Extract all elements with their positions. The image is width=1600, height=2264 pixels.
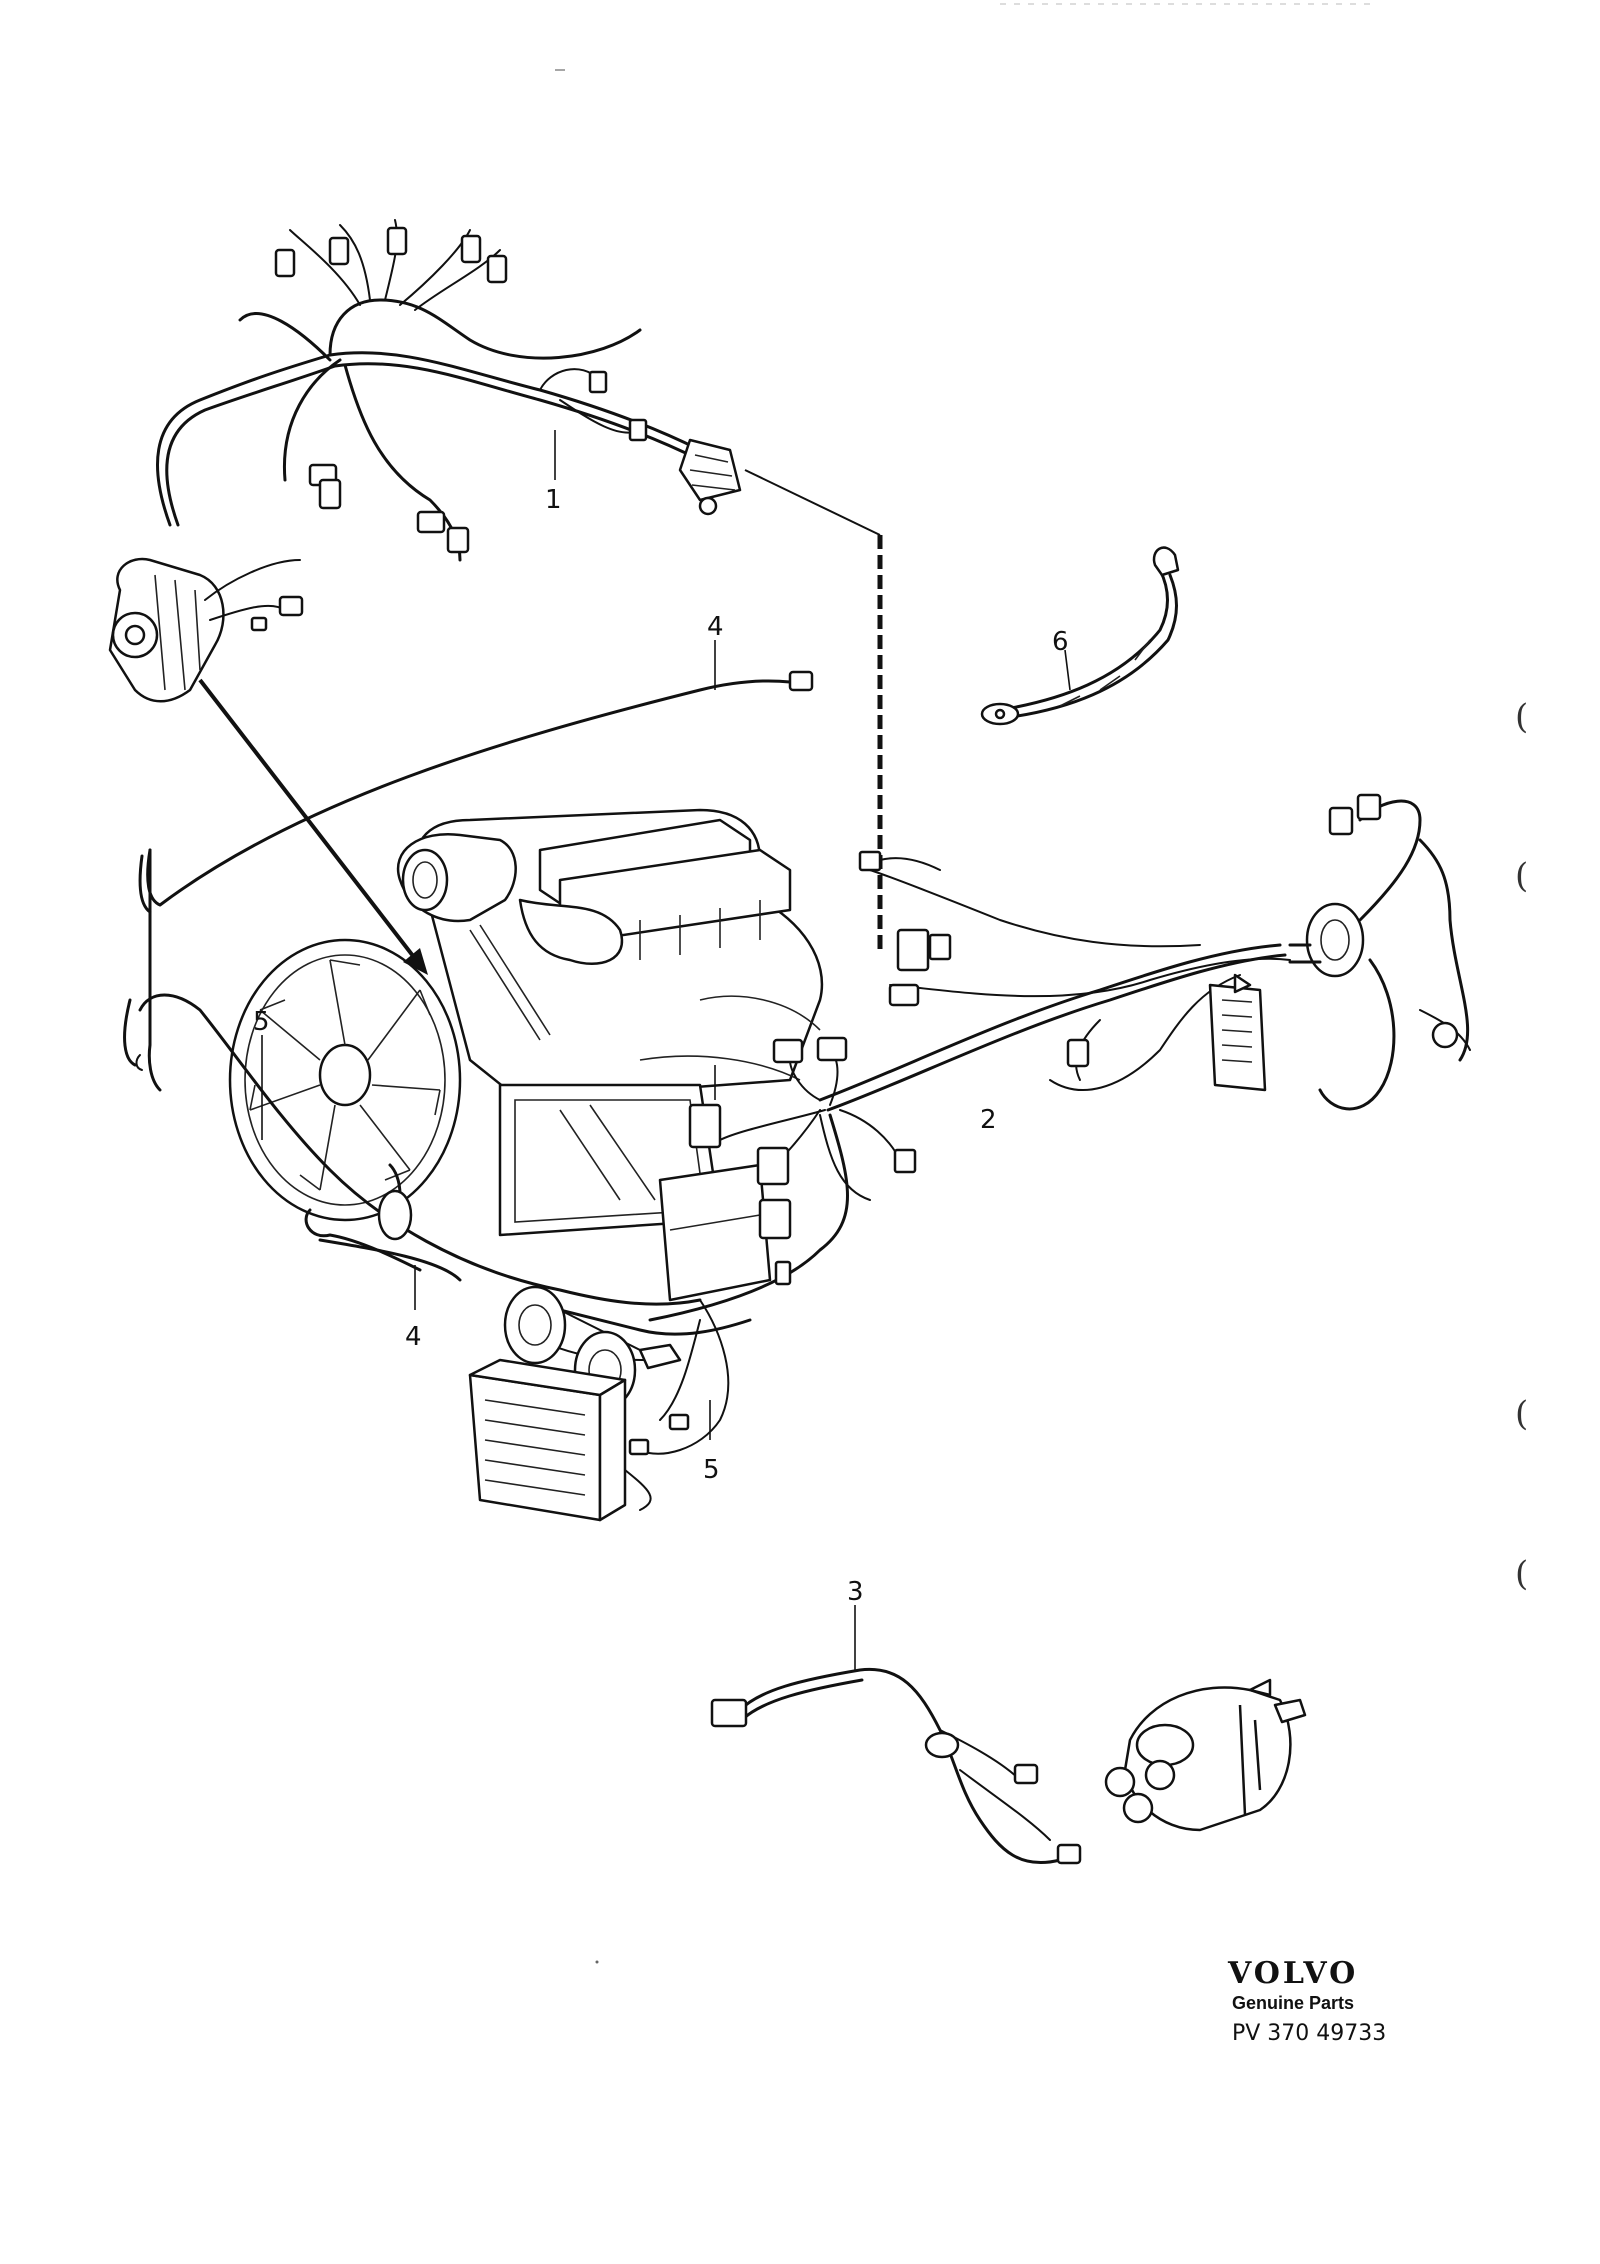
- radiator-fan: [228, 938, 462, 1222]
- control-box: [468, 1358, 652, 1522]
- part-reference-number: PV 370 49733: [1232, 2021, 1386, 2046]
- callout-3: 3: [847, 1577, 864, 1607]
- genuine-parts-label: Genuine Parts: [1232, 1993, 1354, 2013]
- leader-lines: [261, 430, 1071, 1670]
- callout-4-bottom: 4: [405, 1322, 422, 1352]
- front-harness-branch: [648, 1036, 917, 1322]
- margin-mark-2: (: [1515, 856, 1528, 896]
- margin-mark-1: (: [1515, 697, 1528, 737]
- headlight-assembly: [498, 1083, 772, 1302]
- callout-6: 6: [1052, 627, 1069, 657]
- margin-mark-3: (: [1515, 1394, 1528, 1434]
- cable-4-long: [138, 670, 814, 1092]
- callout-5-bottom: 5: [703, 1455, 720, 1485]
- brand-block: VOLVO Genuine Parts PV 370 49733: [1227, 1956, 1386, 2046]
- scan-specks: [555, 3, 1370, 1964]
- callout-2: 2: [980, 1105, 997, 1135]
- callout-5-left: 5: [253, 1007, 270, 1037]
- dashed-connection-line: [744, 469, 883, 950]
- engine-harness-2: [818, 793, 1471, 1112]
- engine-harness-1: [108, 219, 742, 703]
- callout-4-top: 4: [707, 612, 724, 642]
- callout-1: 1: [545, 485, 562, 515]
- engine-block: [396, 808, 824, 1102]
- cable-3-ignition: [710, 1667, 1307, 1865]
- ground-strap-6: [980, 546, 1180, 726]
- callout-numbers: 1 2 3 4 4 5 5 6: [253, 485, 1069, 1607]
- margin-marks: ( ( ( (: [1515, 697, 1528, 1594]
- margin-mark-4: (: [1515, 1554, 1528, 1594]
- volvo-logo: VOLVO: [1227, 1956, 1358, 1991]
- alternator-arrow: [198, 678, 428, 975]
